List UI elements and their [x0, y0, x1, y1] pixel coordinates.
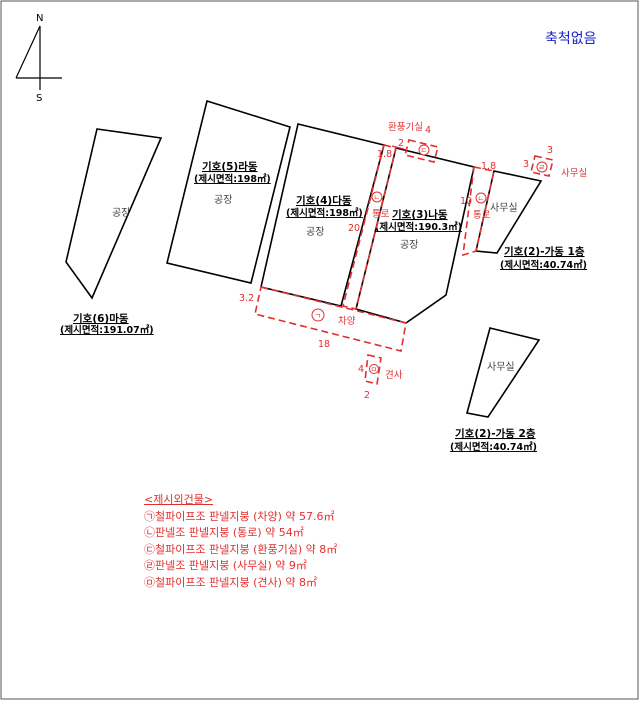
building-2-floor1-area: (제시면적:40.74㎡) [500, 259, 587, 271]
building-6-outline [65, 128, 163, 300]
annex-kennel: ㅁ 견사 4 2 [358, 354, 403, 401]
building-2-floor2-outline [466, 327, 541, 418]
annex-office: ㄹ 사무실 3 3 [523, 145, 587, 179]
annex-vent-room: ㄷ 환풍기실 4 2 [388, 121, 439, 163]
building-4-title: 기호(4)다동 [296, 194, 352, 207]
annex-canopy-marker: ㄱ [315, 312, 321, 320]
annex-passage-left: ㄴ 통로 1.8 20 [342, 144, 397, 310]
building-6-room: 공장 [112, 207, 130, 219]
dim-passage-width: 1.8 [377, 149, 392, 160]
legend-item: ㉢철파이프조 판넬지붕 (환풍기실) 약 8㎡ [144, 542, 338, 556]
annex-passage-marker: ㄴ [374, 194, 380, 202]
dim-canopy-length: 18 [318, 339, 330, 350]
annex-kennel-label: 견사 [385, 369, 403, 381]
building-3-area: (제시면적:190.3㎡) [375, 221, 462, 233]
compass-south-label: S [36, 93, 42, 104]
building-2-floor1-outline [475, 170, 543, 254]
legend-item: ㉤철파이프조 판넬지붕 (견사) 약 8㎡ [144, 575, 318, 589]
annex-office-marker: ㄹ [539, 164, 545, 172]
annex-canopy: ㄱ 차양 3.2 18 [239, 286, 407, 352]
dim-vent-width: 4 [425, 125, 431, 136]
dim-office-height: 3 [523, 159, 529, 170]
building-4-outline [260, 123, 385, 307]
annex-vent-marker: ㄷ [421, 147, 427, 155]
dim-kennel-height: 2 [364, 390, 370, 401]
building-2-floor2-room: 사무실 [487, 361, 515, 373]
annex-passage-label: 통로 [372, 209, 390, 220]
compass-north-label: N [36, 13, 43, 24]
dim-passage2-length: 10 [460, 196, 472, 207]
scale-note: 축척없음 [545, 31, 597, 47]
building-4-room: 공장 [306, 226, 324, 238]
building-2-floor2-title: 기호(2)-가동 2층 [455, 427, 536, 440]
dim-kennel-width: 4 [358, 364, 364, 375]
annex-office-label: 사무실 [561, 168, 587, 179]
building-3-title: 기호(3)나동 [392, 208, 448, 221]
dim-vent-height: 2 [398, 138, 404, 149]
legend-item: ㉡판넬조 판넬지붕 (통로) 약 54㎡ [144, 526, 304, 539]
dim-canopy-width: 3.2 [239, 293, 254, 304]
building-6-title: 기호(6)마동 [73, 312, 129, 325]
building-2-floor1-room: 사무실 [490, 202, 518, 214]
annex-passage2-label: 통로 [473, 210, 491, 221]
building-2-floor2-area: (제시면적:40.74㎡) [450, 441, 537, 453]
dim-office-width: 3 [547, 145, 553, 156]
building-5-area: (제시면적:198㎡) [194, 173, 271, 185]
building-3-room: 공장 [400, 239, 418, 251]
legend-item: ㉣판넬조 판넬지붕 (사무실) 약 9㎡ [144, 559, 307, 572]
building-5-title: 기호(5)라동 [202, 160, 258, 173]
annex-legend: <제시외건물> ㉠철파이프조 판넬지붕 (차양) 약 57.6㎡ ㉡판넬조 판넬… [144, 492, 337, 591]
annex-canopy-label: 차양 [338, 315, 356, 327]
building-2-floor1-title: 기호(2)-가동 1층 [504, 245, 585, 258]
dim-passage-length: 20 [348, 223, 360, 234]
annex-kennel-marker: ㅁ [371, 366, 377, 374]
annex-passage-right: ㄴ 통로 1.8 10 [460, 161, 496, 257]
annex-passage2-marker: ㄴ [478, 195, 484, 203]
building-4-area: (제시면적:198㎡) [286, 207, 363, 219]
legend-title: <제시외건물> [144, 493, 214, 506]
building-3-outline [355, 147, 475, 324]
building-5-room: 공장 [214, 194, 232, 206]
dim-passage2-width: 1.8 [481, 161, 496, 172]
north-arrow-icon: N S [15, 13, 62, 104]
annex-vent-label: 환풍기실 [388, 121, 423, 133]
legend-item: ㉠철파이프조 판넬지붕 (차양) 약 57.6㎡ [144, 509, 335, 523]
building-5-outline [166, 99, 291, 284]
building-6-area: (제시면적:191.07㎡) [60, 324, 154, 336]
